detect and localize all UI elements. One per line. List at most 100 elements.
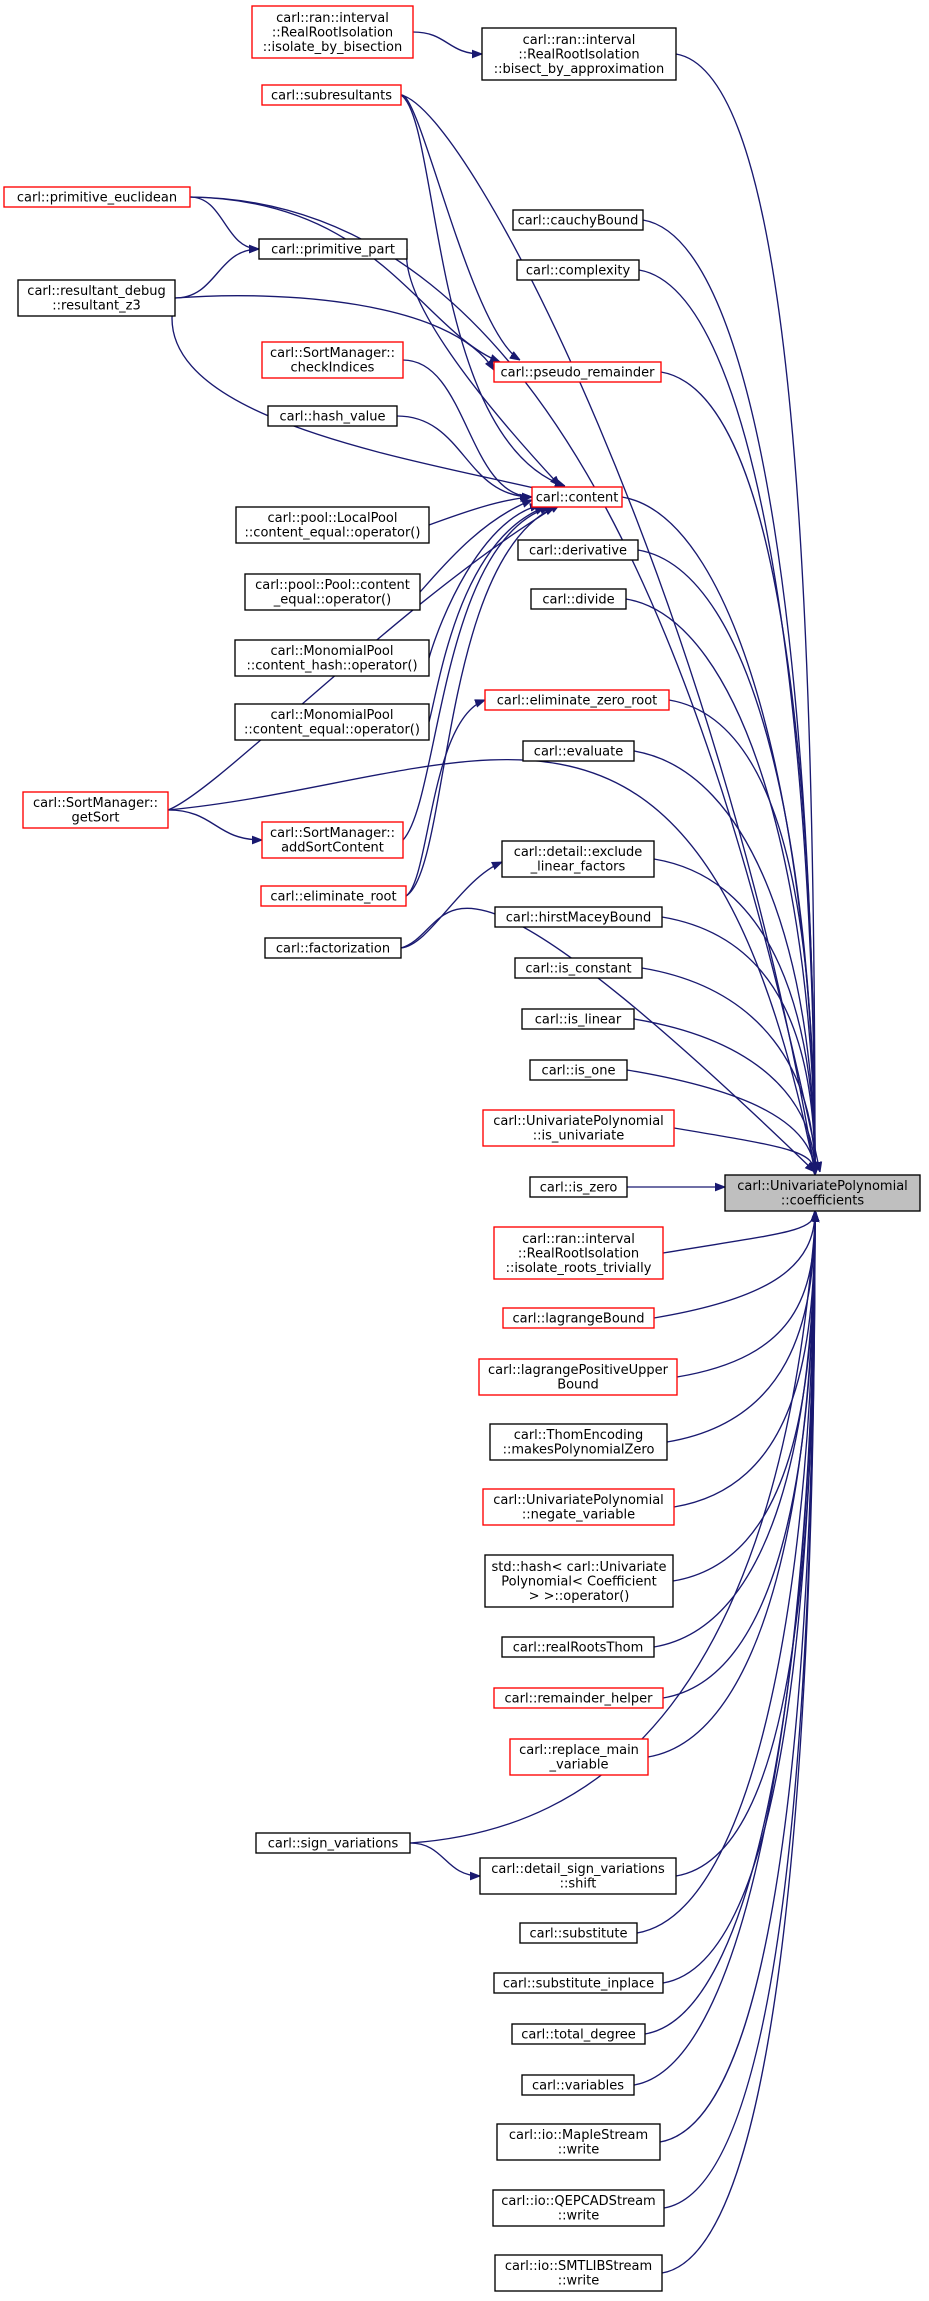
node-exclude_linear_factors[interactable]: carl::detail::exclude_linear_factors [501,840,655,878]
node-label-line: carl::primitive_euclidean [17,190,177,205]
node-isolate_roots_trivially[interactable]: carl::ran::interval::RealRootIsolation::… [493,1226,664,1280]
node-box [482,1109,675,1147]
edge-hirstMaceyBound-to-main [661,916,815,1175]
node-box [517,539,639,561]
node-cauchyBound[interactable]: carl::cauchyBound [512,209,644,231]
node-label-line: carl::remainder_helper [505,1691,654,1706]
node-is_linear[interactable]: carl::is_linear [521,1008,635,1030]
node-addSortContent[interactable]: carl::SortManager::addSortContent [261,821,404,859]
node-is_univariate[interactable]: carl::UnivariatePolynomial::is_univariat… [482,1109,675,1147]
node-main[interactable]: carl::UnivariatePolynomial::coefficients [724,1174,921,1212]
node-bisect_by_approximation[interactable]: carl::ran::interval::RealRootIsolation::… [481,27,677,81]
node-factorization[interactable]: carl::factorization [264,937,402,959]
node-maple_write[interactable]: carl::io::MapleStream::write [496,2123,661,2161]
node-primitive_part[interactable]: carl::primitive_part [258,238,408,260]
node-checkIndices[interactable]: carl::SortManager::checkIndices [261,341,404,379]
edge-complexity-to-main [638,269,815,1175]
node-hirstMaceyBound[interactable]: carl::hirstMaceyBound [494,906,663,928]
node-eliminate_root[interactable]: carl::eliminate_root [260,885,407,907]
node-total_degree[interactable]: carl::total_degree [511,2023,646,2045]
node-box [529,1059,628,1081]
edge-sign_variations-to-detail_sign_variations_shift [409,1842,480,1876]
node-label-line: Bound [557,1378,599,1393]
node-localpool_eq[interactable]: carl::pool::LocalPool::content_equal::op… [235,506,430,544]
node-eliminate_zero_root[interactable]: carl::eliminate_zero_root [484,689,670,711]
node-box [521,1008,635,1030]
edge-getSort-to-addSortContent [167,809,262,840]
node-evaluate[interactable]: carl::evaluate [522,740,635,762]
node-box [261,341,404,379]
node-negate_variable[interactable]: carl::UnivariatePolynomial::negate_varia… [482,1488,675,1526]
node-box [521,2074,635,2096]
node-hash_operator[interactable]: std::hash< carl::UnivariatePolynomial< C… [484,1554,674,1608]
node-label-line: checkIndices [291,361,375,376]
node-label-line: carl::SortManager:: [270,346,395,361]
node-label-line: carl::hash_value [279,409,385,424]
edge-eliminate_root-to-content [405,506,555,897]
node-makesPolynomialZero[interactable]: carl::ThomEncoding::makesPolynomialZero [489,1423,668,1461]
node-is_constant[interactable]: carl::is_constant [514,957,643,979]
node-label-line: carl::evaluate [534,744,623,759]
node-detail_sign_variations_shift[interactable]: carl::detail_sign_variations::shift [479,1857,677,1895]
node-getSort[interactable]: carl::SortManager::getSort [22,791,169,829]
node-content[interactable]: carl::content [531,486,623,508]
edge-pool_eq-to-content [419,499,532,593]
edge-subresultants-to-content [400,94,565,486]
edge-variables-to-main [633,1211,815,2086]
node-sign_variations[interactable]: carl::sign_variations [255,1832,411,1854]
node-box [261,821,404,859]
node-label-line: ::resultant_z3 [52,299,140,314]
node-remainder_helper[interactable]: carl::remainder_helper [493,1687,664,1709]
node-box [234,703,430,741]
edge-realRootsThom-to-main [653,1211,815,1648]
node-label-line: ::isolate_roots_trivially [506,1261,652,1276]
node-label-line: carl::cauchyBound [518,213,639,228]
node-label-line: ::write [558,2209,599,2224]
node-label-line: ::write [558,2274,599,2289]
node-label-line: ::isolate_by_bisection [263,40,402,55]
node-box [516,259,640,281]
node-box [484,689,670,711]
node-pool_eq[interactable]: carl::pool::Pool::content_equal::operato… [244,573,421,611]
node-realRootsThom[interactable]: carl::realRootsThom [501,1636,655,1658]
node-subresultants[interactable]: carl::subresultants [261,84,402,106]
node-isolate_by_bisection[interactable]: carl::ran::interval::RealRootIsolation::… [251,5,414,59]
node-pseudo_remainder[interactable]: carl::pseudo_remainder [493,361,662,383]
node-complexity[interactable]: carl::complexity [516,259,640,281]
node-label-line: ::RealRootIsolation [518,47,639,62]
node-label-line: carl::sign_variations [268,1836,399,1851]
node-substitute[interactable]: carl::substitute [519,1922,638,1944]
node-label-line: ::is_univariate [533,1129,624,1144]
node-variables[interactable]: carl::variables [521,2074,635,2096]
node-divide[interactable]: carl::divide [530,588,627,610]
node-label-line: carl::ran::interval [276,11,389,26]
node-replace_main_variable[interactable]: carl::replace_main_variable [509,1738,649,1776]
node-is_one[interactable]: carl::is_one [529,1059,628,1081]
node-label-line: carl::io::QEPCADStream [501,2194,655,2209]
edge-is_constant-to-main [641,967,815,1175]
node-label-line: carl::substitute_inplace [503,1976,654,1991]
edge-primitive_part-to-content [405,248,560,486]
node-label-line: carl::variables [532,2078,624,2093]
node-box [511,2023,646,2045]
node-label-line: ::RealRootIsolation [272,25,393,40]
node-is_zero[interactable]: carl::is_zero [529,1176,628,1198]
edge-checkIndices-to-content [402,359,532,497]
node-box [501,1636,655,1658]
node-monomialpool_eq[interactable]: carl::MonomialPool::content_equal::opera… [234,703,430,741]
node-substitute_inplace[interactable]: carl::substitute_inplace [493,1972,664,1994]
node-resultant_z3[interactable]: carl::resultant_debug::resultant_z3 [17,279,176,317]
node-qepcad_write[interactable]: carl::io::QEPCADStream::write [492,2189,665,2227]
edge-total_degree-to-main [644,1211,815,2035]
node-hash_value[interactable]: carl::hash_value [267,405,398,427]
node-smtlib_write[interactable]: carl::io::SMTLIBStream::write [494,2254,663,2292]
node-box [514,957,643,979]
node-primitive_euclidean[interactable]: carl::primitive_euclidean [3,186,191,208]
node-monomialpool_hash[interactable]: carl::MonomialPool::content_hash::operat… [234,639,430,677]
node-lagrangeBound[interactable]: carl::lagrangeBound [502,1307,655,1329]
node-box [478,1358,678,1396]
edge-eliminate_zero_root-to-main [668,699,815,1175]
node-derivative[interactable]: carl::derivative [517,539,639,561]
